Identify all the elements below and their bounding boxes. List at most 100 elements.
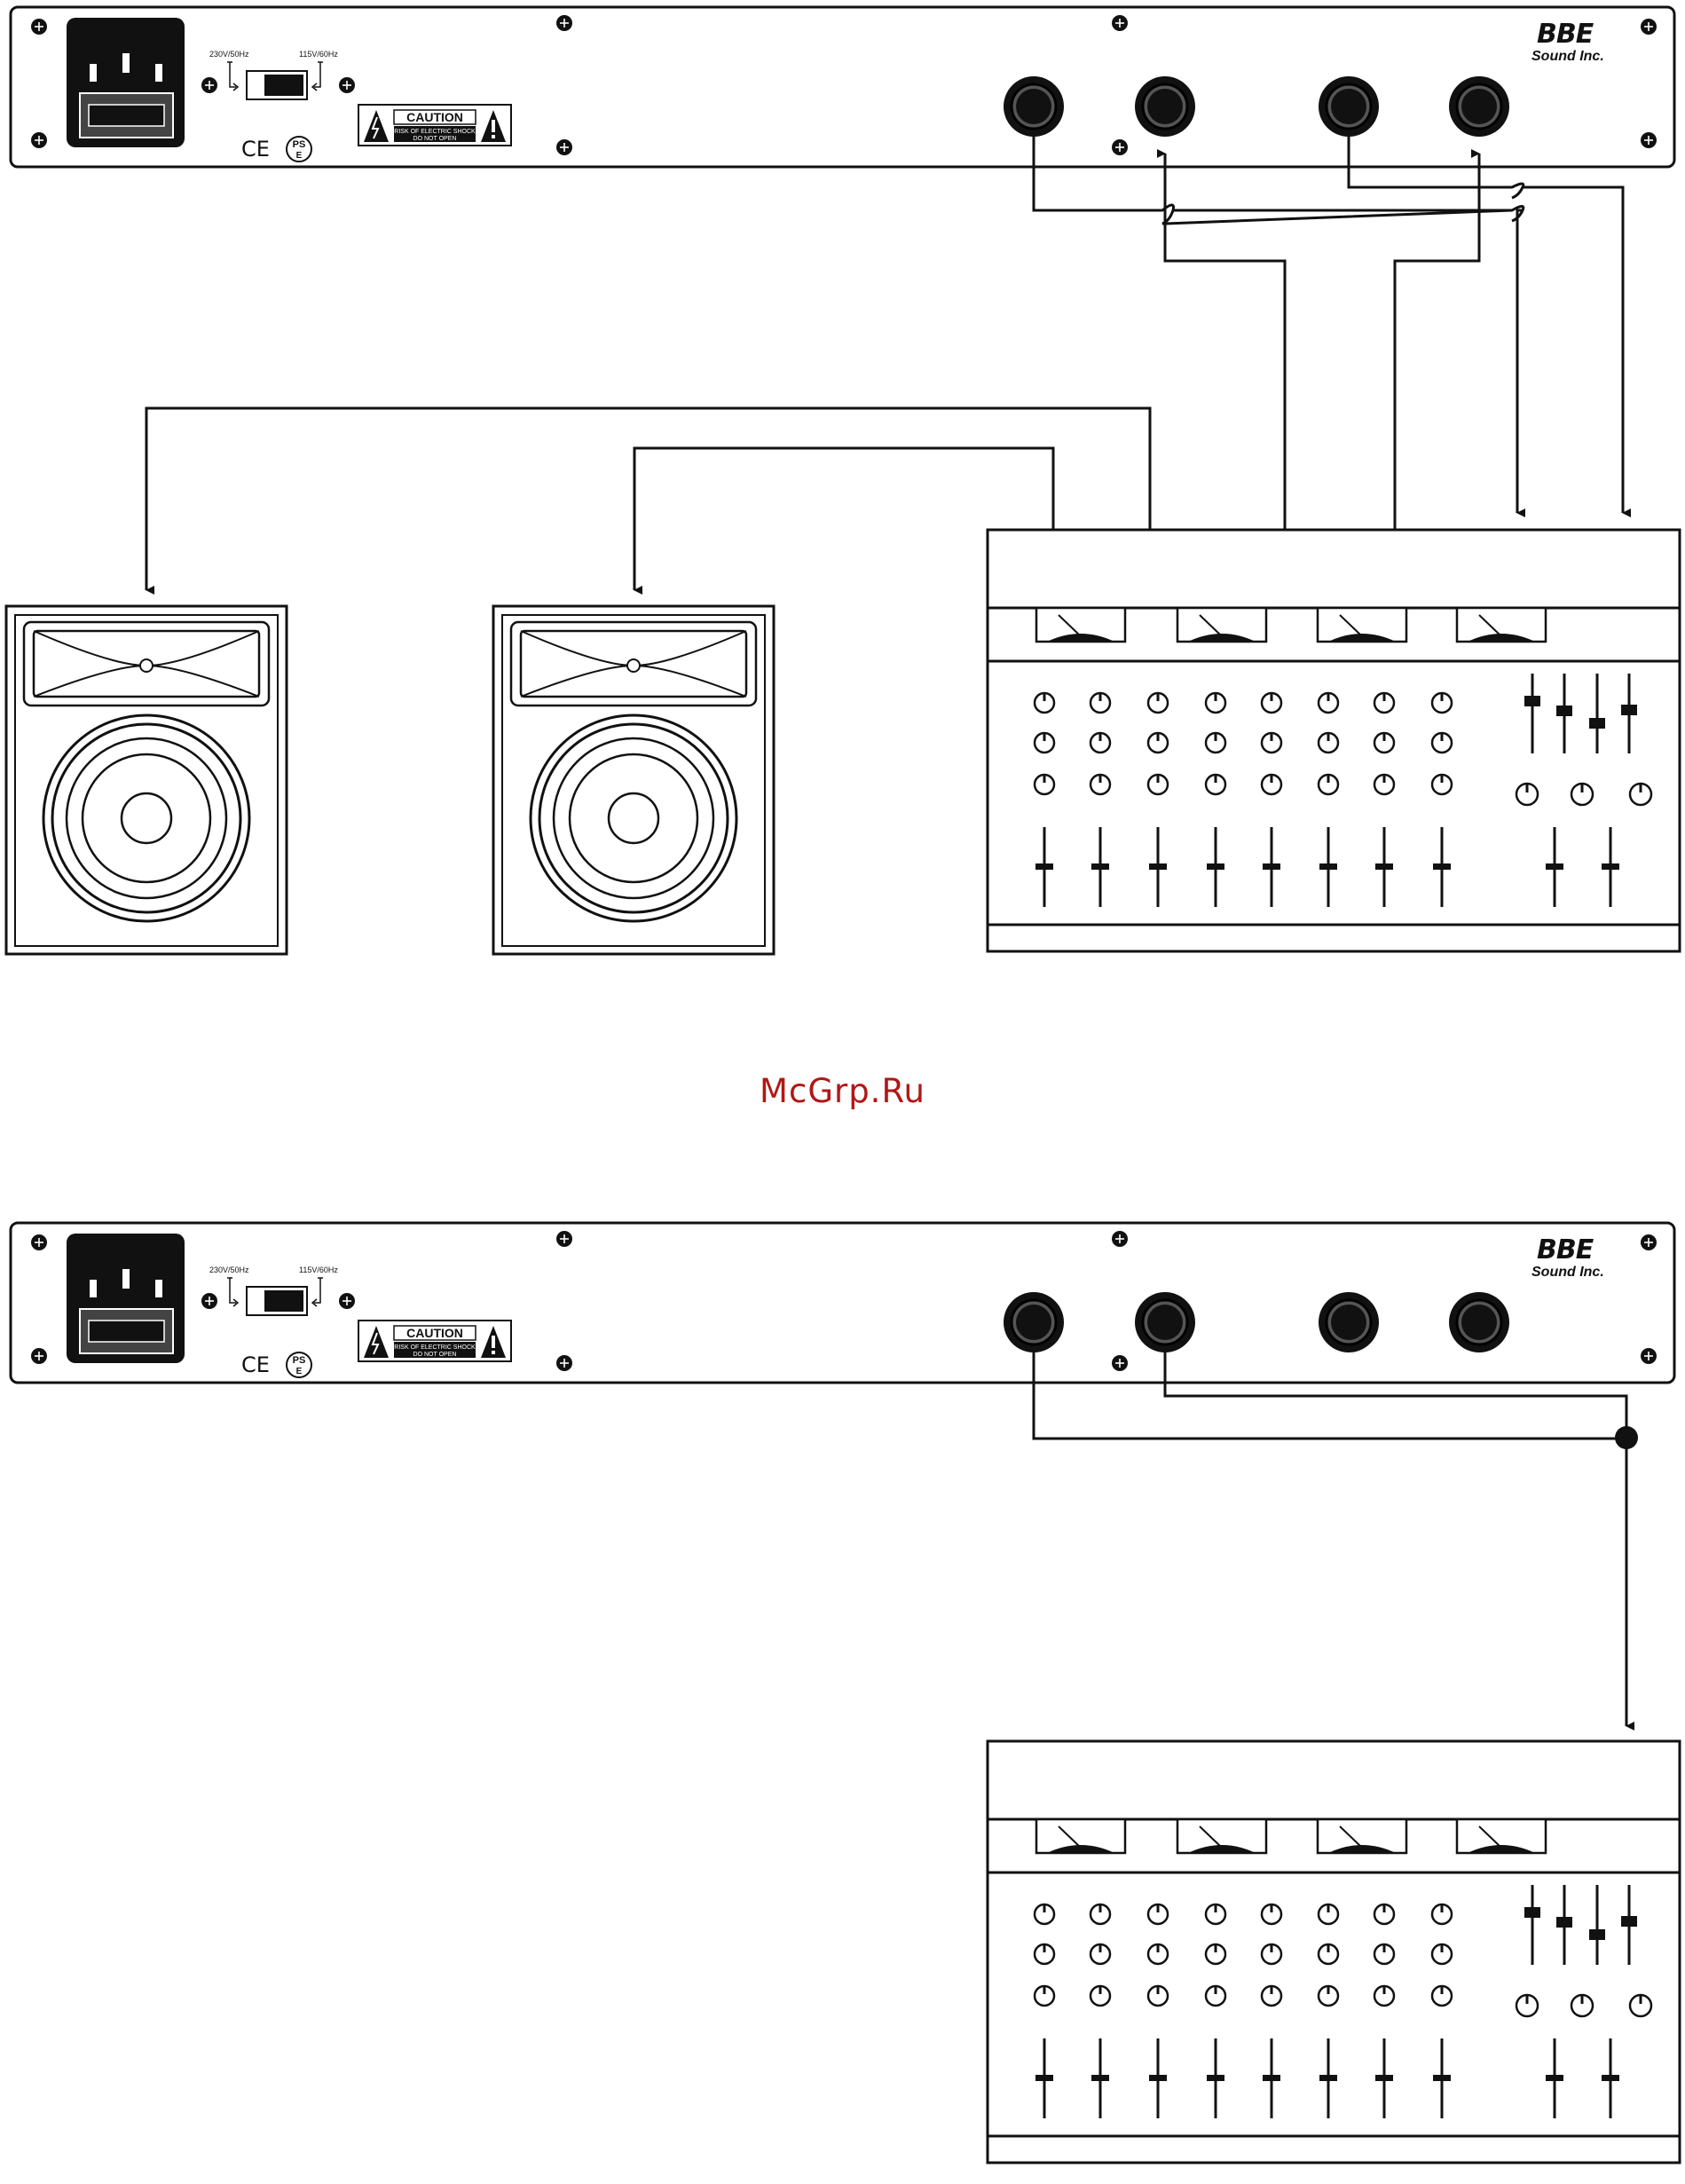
knob-icon bbox=[1571, 784, 1593, 805]
vu-meter-icon bbox=[1318, 1819, 1406, 1853]
knob-icon bbox=[1035, 775, 1054, 794]
knob-icon bbox=[1432, 775, 1452, 794]
screw-icon bbox=[556, 1231, 572, 1247]
screw-icon bbox=[339, 77, 355, 93]
knob-icon bbox=[1319, 733, 1338, 753]
svg-text:PS: PS bbox=[293, 139, 306, 150]
caution-line-1: RISK OF ELECTRIC SHOCK bbox=[394, 129, 476, 135]
caution-line-2: DO NOT OPEN bbox=[413, 136, 457, 142]
caution-line-1: RISK OF ELECTRIC SHOCK bbox=[394, 1344, 476, 1351]
screw-icon bbox=[1112, 1231, 1128, 1247]
knob-icon bbox=[1262, 775, 1281, 794]
vu-meter-icon bbox=[1036, 608, 1125, 642]
junction-dot bbox=[1615, 1426, 1638, 1449]
knob-icon bbox=[1035, 733, 1054, 753]
svg-text:115V/60Hz: 115V/60Hz bbox=[299, 1265, 338, 1274]
knob-icon bbox=[1206, 1904, 1225, 1924]
brand-logo-text: BBE bbox=[1537, 1234, 1594, 1265]
vu-meter-icon bbox=[1036, 1819, 1125, 1853]
brand-name: Sound Inc. bbox=[1531, 1265, 1604, 1280]
pse-mark: PSE bbox=[287, 137, 311, 162]
knob-icon bbox=[1148, 733, 1168, 753]
knob-icon bbox=[1091, 775, 1110, 794]
jack-socket-icon bbox=[1319, 76, 1379, 137]
screw-icon bbox=[1112, 1355, 1128, 1371]
knob-icon bbox=[1630, 1995, 1651, 2016]
screw-icon bbox=[31, 19, 47, 35]
screw-icon bbox=[31, 1348, 47, 1364]
knob-icon bbox=[1148, 1944, 1168, 1964]
knob-icon bbox=[1035, 693, 1054, 713]
svg-text:230V/50Hz: 230V/50Hz bbox=[209, 1265, 249, 1274]
screw-icon bbox=[1112, 139, 1128, 155]
mixer bbox=[988, 530, 1680, 951]
iec-power-inlet-icon bbox=[67, 18, 185, 147]
knob-icon bbox=[1148, 693, 1168, 713]
knob-icon bbox=[1035, 1944, 1054, 1964]
vu-meter-icon bbox=[1318, 608, 1406, 642]
knob-icon bbox=[1374, 1944, 1394, 1964]
knob-icon bbox=[1432, 733, 1452, 753]
jack-socket-icon bbox=[1449, 76, 1509, 137]
screw-icon bbox=[201, 1293, 217, 1309]
screw-icon bbox=[1112, 15, 1128, 31]
screw-icon bbox=[1641, 132, 1657, 148]
knob-icon bbox=[1432, 1986, 1452, 2006]
knob-icon bbox=[1148, 1986, 1168, 2006]
knob-icon bbox=[1262, 733, 1281, 753]
knob-icon bbox=[1432, 1944, 1452, 1964]
knob-icon bbox=[1374, 733, 1394, 753]
knob-icon bbox=[1206, 1986, 1225, 2006]
screw-icon bbox=[1641, 1234, 1657, 1250]
knob-icon bbox=[1319, 1986, 1338, 2006]
jack-socket-icon bbox=[1319, 1292, 1379, 1352]
screw-icon bbox=[201, 77, 217, 93]
knob-icon bbox=[1206, 733, 1225, 753]
caution-title: CAUTION bbox=[406, 1326, 463, 1340]
cable-jack3-to-mixer bbox=[1349, 133, 1623, 513]
vu-meter-icon bbox=[1177, 608, 1266, 642]
brand-logo-text: BBE bbox=[1537, 19, 1594, 50]
caution-line-2: DO NOT OPEN bbox=[413, 1352, 457, 1358]
screw-icon bbox=[31, 132, 47, 148]
vu-meter-icon bbox=[1177, 1819, 1266, 1853]
watermark-text: McGrp.Ru bbox=[0, 1072, 1685, 1110]
caution-title: CAUTION bbox=[406, 110, 463, 124]
svg-text:E: E bbox=[296, 151, 303, 161]
knob-icon bbox=[1262, 693, 1281, 713]
screw-icon bbox=[556, 15, 572, 31]
knob-icon bbox=[1091, 693, 1110, 713]
knob-icon bbox=[1206, 1944, 1225, 1964]
ce-mark: CE bbox=[241, 137, 270, 162]
knob-icon bbox=[1091, 733, 1110, 753]
jack-socket-icon bbox=[1135, 1292, 1195, 1352]
knob-icon bbox=[1630, 784, 1651, 805]
knob-icon bbox=[1571, 1995, 1593, 2016]
jack-socket-icon bbox=[1449, 1292, 1509, 1352]
pse-mark: PSE bbox=[287, 1352, 311, 1377]
knob-icon bbox=[1035, 1904, 1054, 1924]
horn-tweeter-icon bbox=[511, 622, 756, 706]
knob-icon bbox=[1262, 1904, 1281, 1924]
screw-icon bbox=[556, 139, 572, 155]
vu-meter-icon bbox=[1457, 1819, 1546, 1853]
screw-icon bbox=[31, 1234, 47, 1250]
mixer bbox=[988, 1741, 1680, 2163]
knob-icon bbox=[1374, 1904, 1394, 1924]
knob-icon bbox=[1319, 1904, 1338, 1924]
speaker-cabinet bbox=[493, 606, 774, 954]
knob-icon bbox=[1432, 693, 1452, 713]
svg-text:PS: PS bbox=[293, 1355, 306, 1366]
rack-unit: 230V/50Hz 115V/60HzCAUTION RISK OF ELECTRI… bbox=[11, 1223, 1674, 1383]
brand-name: Sound Inc. bbox=[1531, 49, 1604, 64]
horn-tweeter-icon bbox=[24, 622, 269, 706]
knob-icon bbox=[1262, 1944, 1281, 1964]
svg-text:E: E bbox=[296, 1367, 303, 1376]
knob-icon bbox=[1374, 775, 1394, 794]
knob-icon bbox=[1319, 693, 1338, 713]
jack-socket-icon bbox=[1135, 76, 1195, 137]
knob-icon bbox=[1516, 784, 1538, 805]
vu-meter-icon bbox=[1457, 608, 1546, 642]
